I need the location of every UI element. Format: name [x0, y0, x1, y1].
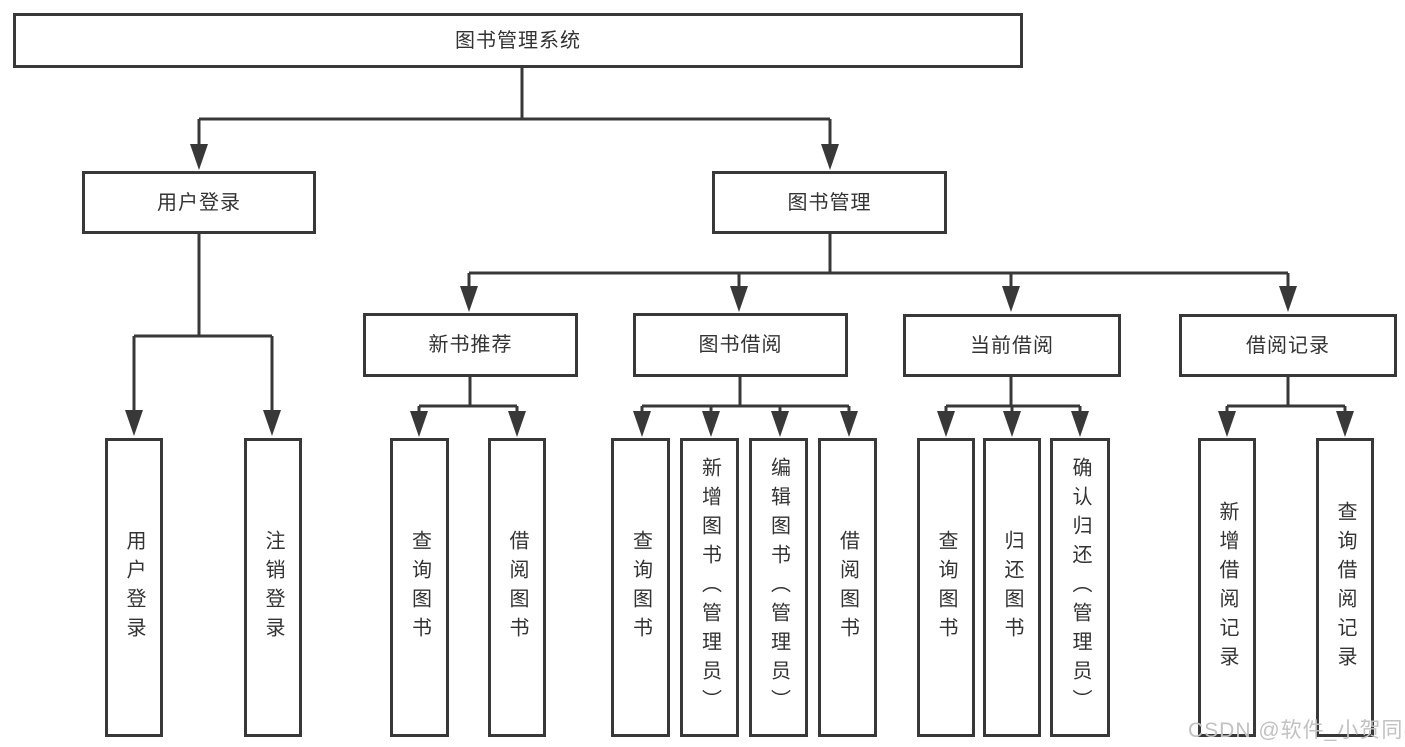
node-borrowing-records: 借阅记录 [1179, 314, 1397, 377]
node-book-management: 图书管理 [712, 171, 947, 234]
leaf-user-login: 用户登录 [105, 438, 163, 737]
leaf-query-books-borrowing: 查询图书 [611, 438, 670, 737]
node-new-book-recommend: 新书推荐 [363, 313, 578, 377]
leaf-logout: 注销登录 [244, 438, 302, 737]
leaf-add-borrow-record: 新增借阅记录 [1198, 438, 1256, 737]
node-library-management-system: 图书管理系统 [13, 13, 1023, 68]
leaf-query-books-current: 查询图书 [917, 438, 975, 737]
leaf-edit-book-admin: 编辑图书（管理员） [749, 438, 808, 737]
leaf-query-borrow-record: 查询借阅记录 [1316, 438, 1374, 737]
leaf-borrow-books: 借阅图书 [818, 438, 877, 737]
node-current-borrowing: 当前借阅 [903, 314, 1121, 377]
leaf-return-books: 归还图书 [983, 438, 1041, 737]
leaf-add-book-admin: 新增图书（管理员） [680, 438, 739, 737]
node-book-borrowing: 图书借阅 [633, 313, 848, 377]
leaf-borrow-books-recommend: 借阅图书 [488, 438, 546, 737]
leaf-confirm-return-admin: 确认归还（管理员） [1050, 438, 1110, 737]
node-user-login: 用户登录 [82, 171, 316, 234]
leaf-query-books-recommend: 查询图书 [390, 438, 449, 737]
csdn-watermark: CSDN @软件_小贺同学 [1188, 719, 1405, 742]
